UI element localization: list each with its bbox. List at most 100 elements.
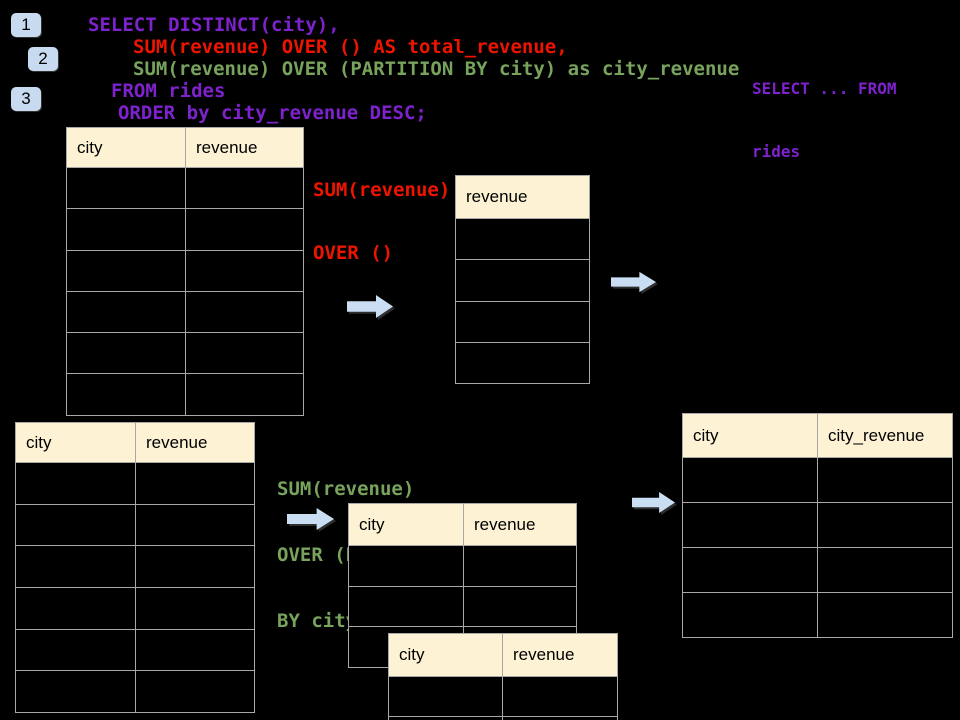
- table-row: [67, 209, 304, 251]
- column-header: revenue: [136, 423, 255, 463]
- empty-cell: [818, 458, 953, 503]
- table-row: [16, 629, 255, 672]
- empty-cell: [136, 546, 255, 589]
- sql-line-order: ORDER by city_revenue DESC;: [118, 102, 427, 124]
- sql-line-partition: SUM(revenue) OVER (PARTITION BY city) as…: [133, 58, 740, 80]
- table-row: [16, 588, 255, 630]
- column-header: revenue: [186, 128, 304, 168]
- table-row: [456, 219, 590, 261]
- empty-cell: [67, 374, 186, 416]
- column-header: revenue: [503, 634, 618, 677]
- column-header: city: [67, 128, 186, 168]
- empty-cell: [683, 593, 818, 638]
- empty-cell: [16, 504, 136, 547]
- empty-cell: [683, 548, 818, 593]
- empty-cell: [186, 374, 304, 416]
- empty-cell: [503, 677, 618, 717]
- table-row: [16, 671, 255, 714]
- empty-cell: [67, 291, 186, 334]
- empty-cell: [683, 503, 818, 548]
- column-header: revenue: [456, 176, 590, 219]
- step-badge-3: 3: [11, 87, 41, 111]
- table-row: [67, 374, 304, 416]
- empty-cell: [456, 219, 590, 261]
- table-row: [683, 458, 953, 503]
- column-header: city: [683, 414, 818, 458]
- empty-cell: [186, 333, 304, 375]
- flow-arrow-2-icon: [611, 271, 656, 293]
- empty-cell: [456, 260, 590, 302]
- side-snippet-line2: rides: [752, 142, 801, 161]
- empty-cell: [186, 209, 304, 251]
- table-row: [349, 546, 577, 587]
- empty-cell: [818, 503, 953, 548]
- sql-line-total: SUM(revenue) OVER () AS total_revenue,: [133, 36, 568, 58]
- empty-cell: [16, 463, 136, 505]
- column-header: city: [349, 504, 464, 546]
- empty-cell: [389, 677, 503, 717]
- table-row: [456, 342, 590, 385]
- empty-cell: [349, 546, 464, 587]
- empty-cell: [818, 593, 953, 638]
- empty-cell: [818, 548, 953, 593]
- table-row: [16, 504, 255, 547]
- empty-cell: [16, 546, 136, 589]
- flow-arrow-3-icon: [287, 507, 334, 531]
- step-badge-2: 2: [28, 47, 58, 71]
- table-row: [389, 677, 618, 717]
- annotation-total-line2: OVER (): [313, 242, 394, 264]
- empty-cell: [456, 342, 590, 385]
- flow-arrow-4-icon: [632, 491, 675, 514]
- empty-cell: [456, 301, 590, 343]
- step-badge-1: 1: [11, 13, 41, 37]
- empty-cell: [503, 717, 618, 720]
- empty-cell: [136, 671, 255, 714]
- empty-cell: [16, 671, 136, 714]
- table-row: [67, 291, 304, 334]
- side-snippet-line1: SELECT ... FROM: [752, 79, 897, 98]
- empty-cell: [464, 586, 577, 628]
- annotation-total-revenue: SUM(revenue) OVER (): [313, 138, 450, 306]
- table-row: [349, 586, 577, 628]
- table-row: [67, 168, 304, 210]
- empty-cell: [136, 463, 255, 505]
- table-header-row: revenue: [456, 176, 590, 219]
- empty-cell: [67, 209, 186, 251]
- table-row: [67, 333, 304, 375]
- column-header: city: [16, 423, 136, 463]
- flow-arrow-1-icon: [347, 294, 393, 319]
- table-row: [67, 250, 304, 292]
- side-snippet: SELECT ... FROM rides: [752, 36, 897, 204]
- table-total-revenue-result: revenue: [455, 175, 590, 385]
- annotation-total-line1: SUM(revenue): [313, 179, 451, 201]
- table-row: [389, 717, 618, 720]
- column-header: city: [389, 634, 503, 677]
- table-row: [683, 593, 953, 638]
- empty-cell: [16, 629, 136, 672]
- empty-cell: [389, 717, 503, 720]
- empty-cell: [136, 504, 255, 547]
- empty-cell: [186, 250, 304, 292]
- empty-cell: [136, 629, 255, 672]
- table-row: [456, 260, 590, 302]
- table-row: [683, 548, 953, 593]
- sql-line-select: SELECT DISTINCT(city),: [88, 14, 340, 36]
- sql-line-from: FROM rides: [111, 80, 226, 102]
- table-row: [16, 463, 255, 505]
- table-row: [683, 503, 953, 548]
- empty-cell: [136, 588, 255, 630]
- column-header: city_revenue: [818, 414, 953, 458]
- table-row: [16, 546, 255, 589]
- empty-cell: [186, 291, 304, 334]
- column-header: revenue: [464, 504, 577, 546]
